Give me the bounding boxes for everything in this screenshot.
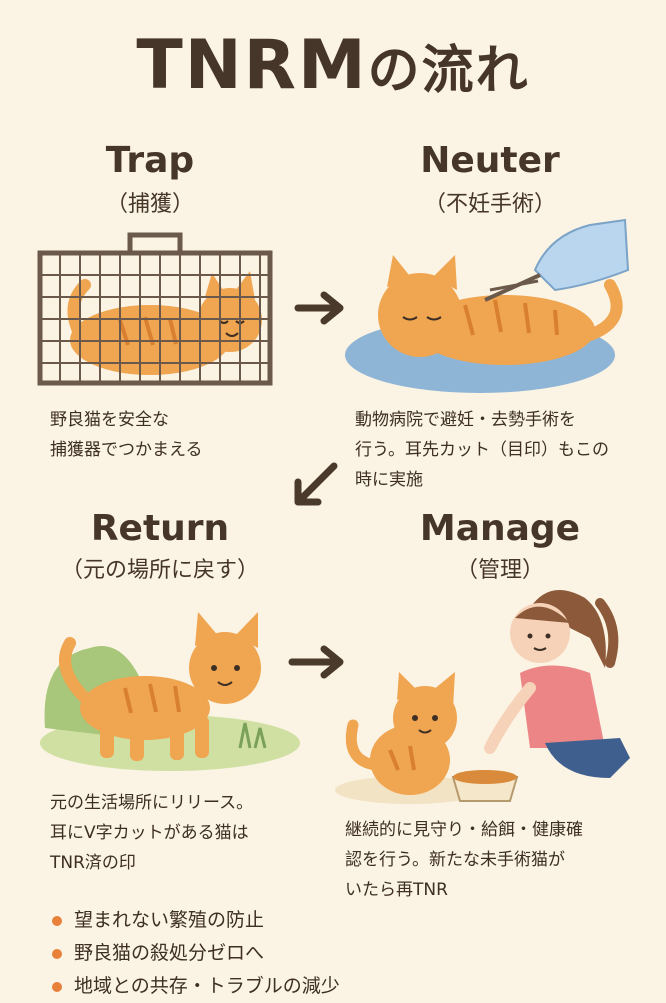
step-manage-sub: （管理） <box>455 558 544 583</box>
step-neuter-sub: （不妊手術） <box>423 192 556 217</box>
step-return-desc: 元の生活場所にリリース。 耳にV字カットがある猫は TNR済の印 <box>50 793 254 873</box>
benefit-item: 野良猫の殺処分ゼロへ <box>52 937 340 970</box>
bullet-dot-icon <box>52 948 62 959</box>
step-manage-desc: 継続的に見守り・給餌・健康確 認を行う。新たな未手術猫が いたら再TNR <box>345 820 583 900</box>
arrow-down-left-icon <box>294 462 338 506</box>
benefits-list: 望まれない繁殖の防止 野良猫の殺処分ゼロへ 地域との共存・トラブルの減少 <box>52 904 340 1003</box>
title-main: TNRM <box>136 26 368 105</box>
step-trap-name: Trap <box>105 140 195 181</box>
food-bowl-icon <box>451 770 519 802</box>
person-feeding-icon <box>484 590 630 778</box>
sitting-cat-icon <box>335 672 485 804</box>
step-return-sub: （元の場所に戻す） <box>60 558 259 583</box>
page-title: TNRMの流れ <box>0 26 666 105</box>
sleeping-cat-icon <box>345 255 623 393</box>
step-neuter-desc: 動物病院で避妊・去勢手術を 行う。耳先カット（目印）もこの 時に実施 <box>355 410 609 490</box>
step-trap-sub: （捕獲） <box>105 192 194 217</box>
trap-cage-icon <box>37 232 273 386</box>
arrow-right-icon <box>288 645 344 679</box>
walking-cat-icon <box>40 612 300 771</box>
step-manage-name: Manage <box>419 508 581 549</box>
title-suffix: の流れ <box>367 41 530 101</box>
step-return-name: Return <box>90 508 230 549</box>
benefit-item: 望まれない繁殖の防止 <box>52 904 340 937</box>
bullet-dot-icon <box>52 915 62 926</box>
bullet-dot-icon <box>52 981 62 992</box>
step-neuter-name: Neuter <box>420 140 560 181</box>
glove-hand-icon <box>484 218 630 302</box>
benefit-item: 地域との共存・トラブルの減少 <box>52 970 340 1003</box>
arrow-right-icon <box>294 291 344 325</box>
step-trap-desc: 野良猫を安全な 捕獲器でつかまえる <box>50 410 203 460</box>
